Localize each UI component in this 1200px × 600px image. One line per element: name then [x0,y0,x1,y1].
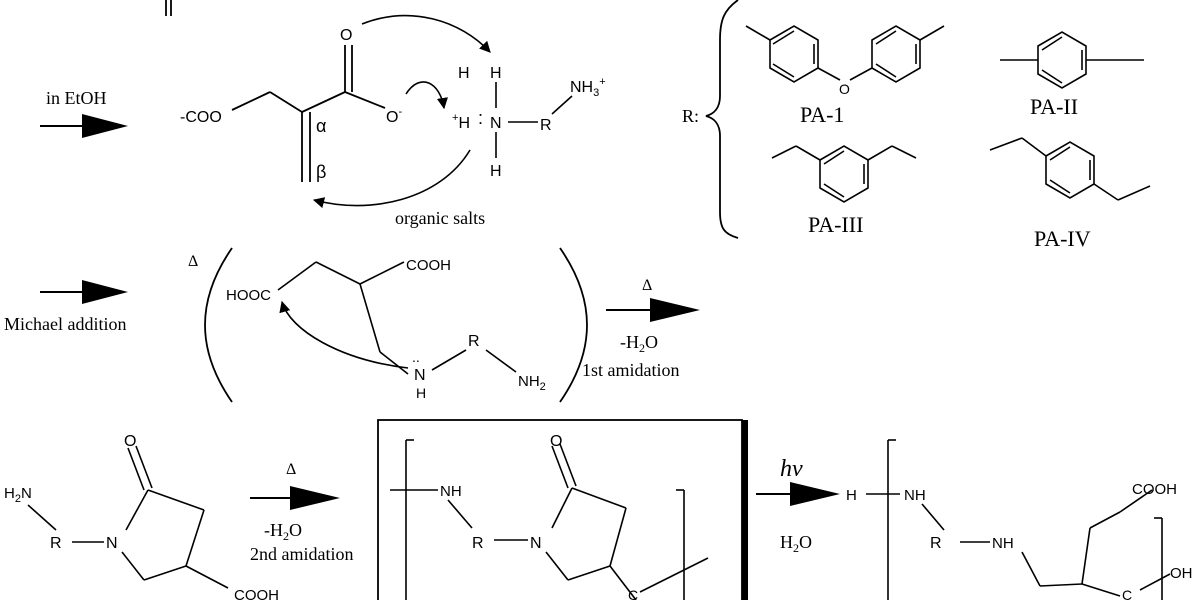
hydrolyzed-polymer [866,439,1171,600]
step4-hv-label: hv [780,456,803,482]
step2-arrow-label: Michael addition [4,314,126,334]
step4-arrow [756,482,840,506]
polymer2-cooh-label: COOH [1132,481,1177,498]
polymer1-r-label: R [472,535,484,552]
pa1-label: PA-1 [800,102,844,127]
polyamide-chain [390,439,709,600]
polymer1-n-label: N [530,535,542,552]
r-prefix-label: R: [682,106,699,126]
adduct-lone-pair: .. [412,349,420,365]
polymer2-h-label: H [846,487,857,504]
adduct-r-label: R [468,333,480,350]
step1-arrow [40,114,128,138]
adduct-nh2-label: NH2 [518,373,546,393]
step2-delta: Δ [188,253,198,270]
carbonyl-o-label: O [340,27,352,44]
monomer-r-label: R [50,535,62,552]
pa2-label: PA-II [1030,94,1078,119]
h-plus-label: +H [452,112,470,132]
pa3-label: PA-III [808,212,863,237]
carboxylate-label: -COO [180,109,222,126]
right-paren [559,247,588,403]
r-group-brace [705,0,739,239]
monomer-h2n-label: H2N [4,485,32,505]
step2-next-minus-h2o: -H2O [620,332,658,355]
step4-h2o-label: H2O [780,532,812,555]
pa1-structure [745,25,945,83]
polymer2-nh-label: NH [904,487,926,504]
alpha-label: α [316,116,326,136]
polymer1-c-label: C [628,587,638,600]
adduct-h-label: H [416,385,426,401]
polymer1-box-shadow [742,420,748,600]
ammonium-h-top: H [490,65,502,82]
step2-next-delta: Δ [642,277,652,294]
lone-pair: : [478,108,483,128]
pa3-structure [771,145,917,203]
beta-label: β [316,162,326,182]
polymer2-c-label: C [1122,587,1132,600]
monomer-cooh-label: COOH [234,587,279,600]
step1-arrow-label: in EtOH [46,88,107,108]
pa4-label: PA-IV [1034,226,1091,251]
step3-minus-h2o: -H2O [264,520,302,543]
monomer-n-label: N [106,535,118,552]
polymer1-nh-label: NH [440,483,462,500]
step3-delta: Δ [286,461,296,478]
itaconate-salt [231,45,386,182]
ammonium-n-label: N [490,115,502,132]
monomer-o-label: O [124,433,136,450]
hooc-label: HOOC [226,287,271,304]
polymer2-oh-label: OH [1170,565,1193,582]
carboxylate-o-label: O- [386,106,402,126]
left-paren [204,247,233,403]
polymer1-o-label: O [550,433,562,450]
ammonium-salt: +H : N H H H R NH3+ [452,65,606,180]
adduct-n-label: N [414,367,426,384]
pa1-o-label: O [839,81,850,97]
polymer2-nh2-label: NH [992,535,1014,552]
ammonium-h-top2: H [458,65,470,82]
ammonium-h-bottom: H [490,163,502,180]
step2-next-arrow [606,298,700,322]
adduct-cooh-label: COOH [406,257,451,274]
organic-salts-label: organic salts [395,208,485,228]
polymer2-r-label: R [930,535,942,552]
step3-arrow [250,486,340,510]
nh3-label: NH3+ [570,76,606,99]
pyrrolidone-monomer [27,445,229,589]
step2-next-label: 1st amidation [582,360,680,380]
pa2-structure [1000,31,1144,89]
michael-adduct [277,261,517,375]
pa4-structure [989,137,1151,201]
step3-label: 2nd amidation [250,544,353,564]
step2-arrow [40,280,128,304]
electron-arrows [312,14,491,209]
ammonium-r-label: R [540,117,552,134]
